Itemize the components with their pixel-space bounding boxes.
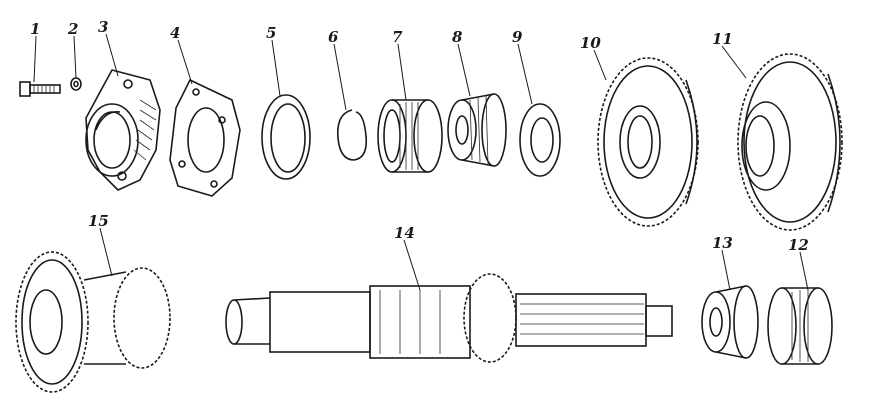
label-4: 4	[170, 24, 180, 42]
label-2: 2	[67, 20, 78, 38]
label-5: 5	[266, 24, 276, 42]
part-4-gasket	[169, 78, 241, 197]
label-7: 7	[392, 28, 403, 46]
part-15-cluster-gear	[15, 251, 171, 393]
part-1-bolt	[19, 81, 61, 97]
label-3: 3	[98, 18, 108, 36]
part-12-outer-race	[767, 287, 833, 365]
part-7-bearing-outer-race	[377, 99, 443, 173]
leader-lines	[33, 33, 809, 291]
part-10-gear	[597, 57, 699, 227]
part-13-roller-cone	[701, 285, 759, 359]
label-8: 8	[452, 28, 463, 46]
part-8-roller-cone	[447, 93, 507, 167]
part-6-snap-ring	[336, 109, 368, 161]
part-3-bearing-cover	[85, 69, 161, 191]
label-14: 14	[394, 224, 415, 242]
label-1: 1	[30, 20, 40, 38]
part-2-washer	[70, 77, 82, 91]
label-10: 10	[580, 34, 601, 52]
label-15: 15	[88, 212, 109, 230]
part-11-gear	[737, 53, 843, 231]
label-13: 13	[712, 234, 733, 252]
part-5-seal-ring	[261, 94, 311, 180]
part-labels: 1 2 3 4 5 6 7 8 9 10 11 12 13 14 15	[30, 18, 809, 254]
label-6: 6	[328, 28, 339, 46]
label-11: 11	[712, 30, 733, 48]
part-14-main-shaft	[225, 273, 673, 363]
label-12: 12	[788, 236, 809, 254]
label-9: 9	[512, 28, 523, 46]
part-9-spacer-washer	[519, 103, 561, 177]
